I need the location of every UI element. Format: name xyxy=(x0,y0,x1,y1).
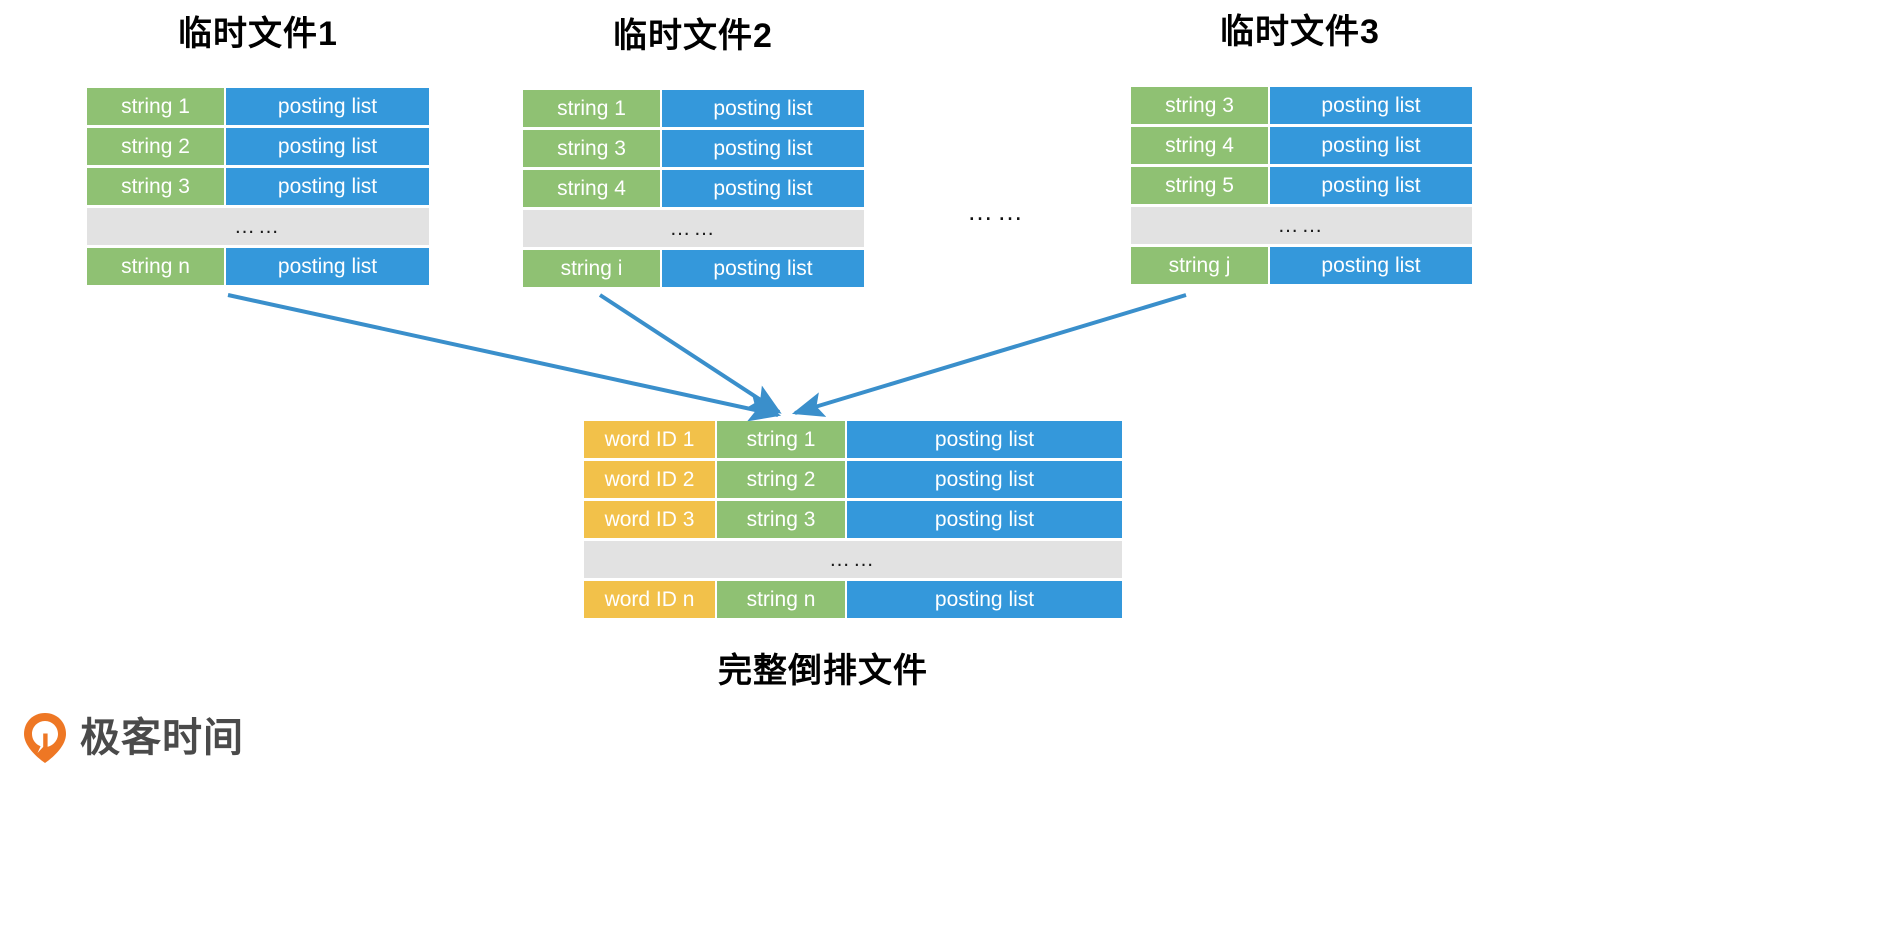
string-cell: string n xyxy=(87,248,224,285)
word-id-cell: word ID 3 xyxy=(584,501,715,538)
table-row[interactable]: string 1 posting list xyxy=(87,88,429,125)
ellipsis-cell: …… xyxy=(523,210,864,247)
posting-list-cell: posting list xyxy=(226,168,429,205)
ellipsis-cell: …… xyxy=(584,541,1122,578)
string-cell: string 1 xyxy=(87,88,224,125)
string-cell: string 1 xyxy=(717,421,845,458)
string-cell: string 1 xyxy=(523,90,660,127)
posting-list-cell: posting list xyxy=(1270,167,1472,204)
posting-list-cell: posting list xyxy=(226,248,429,285)
string-cell: string 2 xyxy=(87,128,224,165)
arrow-file1-to-merged xyxy=(227,293,782,422)
temp-file-2-title: 临时文件2 xyxy=(613,17,773,55)
word-id-cell: word ID n xyxy=(584,581,715,618)
posting-list-cell: posting list xyxy=(1270,87,1472,124)
string-cell: string 3 xyxy=(1131,87,1268,124)
ellipsis-cell: …… xyxy=(1131,207,1472,244)
table-row[interactable]: word ID 1 string 1 posting list xyxy=(584,421,1122,458)
posting-list-cell: posting list xyxy=(662,250,864,287)
table-row[interactable]: string i posting list xyxy=(523,250,864,287)
string-cell: string 3 xyxy=(523,130,660,167)
table-row-ellipsis: …… xyxy=(1131,207,1472,244)
string-cell: string 4 xyxy=(1131,127,1268,164)
posting-list-cell: posting list xyxy=(662,170,864,207)
word-id-cell: word ID 1 xyxy=(584,421,715,458)
table-row[interactable]: string j posting list xyxy=(1131,247,1472,284)
table-row[interactable]: string 3 posting list xyxy=(523,130,864,167)
table-row[interactable]: string 4 posting list xyxy=(523,170,864,207)
temp-file-3-title: 临时文件3 xyxy=(1220,13,1380,51)
posting-list-cell: posting list xyxy=(847,501,1122,538)
merged-file-caption: 完整倒排文件 xyxy=(718,652,928,690)
table-row[interactable]: string 3 posting list xyxy=(87,168,429,205)
temp-file-3-table: string 3 posting list string 4 posting l… xyxy=(1131,87,1472,284)
table-row[interactable]: word ID 2 string 2 posting list xyxy=(584,461,1122,498)
posting-list-cell: posting list xyxy=(662,130,864,167)
table-row[interactable]: string 4 posting list xyxy=(1131,127,1472,164)
merged-inverted-file-table: word ID 1 string 1 posting list word ID … xyxy=(584,421,1122,618)
ellipsis-cell: …… xyxy=(87,208,429,245)
geektime-pin-icon xyxy=(22,712,68,764)
table-row[interactable]: string 3 posting list xyxy=(1131,87,1472,124)
table-row[interactable]: word ID 3 string 3 posting list xyxy=(584,501,1122,538)
string-cell: string n xyxy=(717,581,845,618)
string-cell: string i xyxy=(523,250,660,287)
between-files-ellipsis: …… xyxy=(967,196,1027,226)
temp-file-2-table: string 1 posting list string 3 posting l… xyxy=(523,90,864,287)
word-id-cell: word ID 2 xyxy=(584,461,715,498)
string-cell: string j xyxy=(1131,247,1268,284)
arrow-file2-to-merged xyxy=(598,293,782,414)
posting-list-cell: posting list xyxy=(1270,247,1472,284)
posting-list-cell: posting list xyxy=(847,581,1122,618)
geektime-logo: 极客时间 xyxy=(22,712,244,764)
arrow-file3-to-merged xyxy=(791,293,1187,417)
table-row[interactable]: string n posting list xyxy=(87,248,429,285)
temp-file-1-table: string 1 posting list string 2 posting l… xyxy=(87,88,429,285)
table-row-ellipsis: …… xyxy=(87,208,429,245)
string-cell: string 5 xyxy=(1131,167,1268,204)
posting-list-cell: posting list xyxy=(847,461,1122,498)
temp-file-1-title: 临时文件1 xyxy=(178,15,338,53)
table-row-ellipsis: …… xyxy=(523,210,864,247)
posting-list-cell: posting list xyxy=(1270,127,1472,164)
string-cell: string 2 xyxy=(717,461,845,498)
posting-list-cell: posting list xyxy=(226,128,429,165)
string-cell: string 3 xyxy=(717,501,845,538)
posting-list-cell: posting list xyxy=(847,421,1122,458)
string-cell: string 3 xyxy=(87,168,224,205)
table-row[interactable]: string 1 posting list xyxy=(523,90,864,127)
table-row[interactable]: word ID n string n posting list xyxy=(584,581,1122,618)
posting-list-cell: posting list xyxy=(662,90,864,127)
table-row[interactable]: string 5 posting list xyxy=(1131,167,1472,204)
table-row-ellipsis: …… xyxy=(584,541,1122,578)
geektime-logo-text: 极客时间 xyxy=(80,716,244,760)
table-row[interactable]: string 2 posting list xyxy=(87,128,429,165)
string-cell: string 4 xyxy=(523,170,660,207)
posting-list-cell: posting list xyxy=(226,88,429,125)
